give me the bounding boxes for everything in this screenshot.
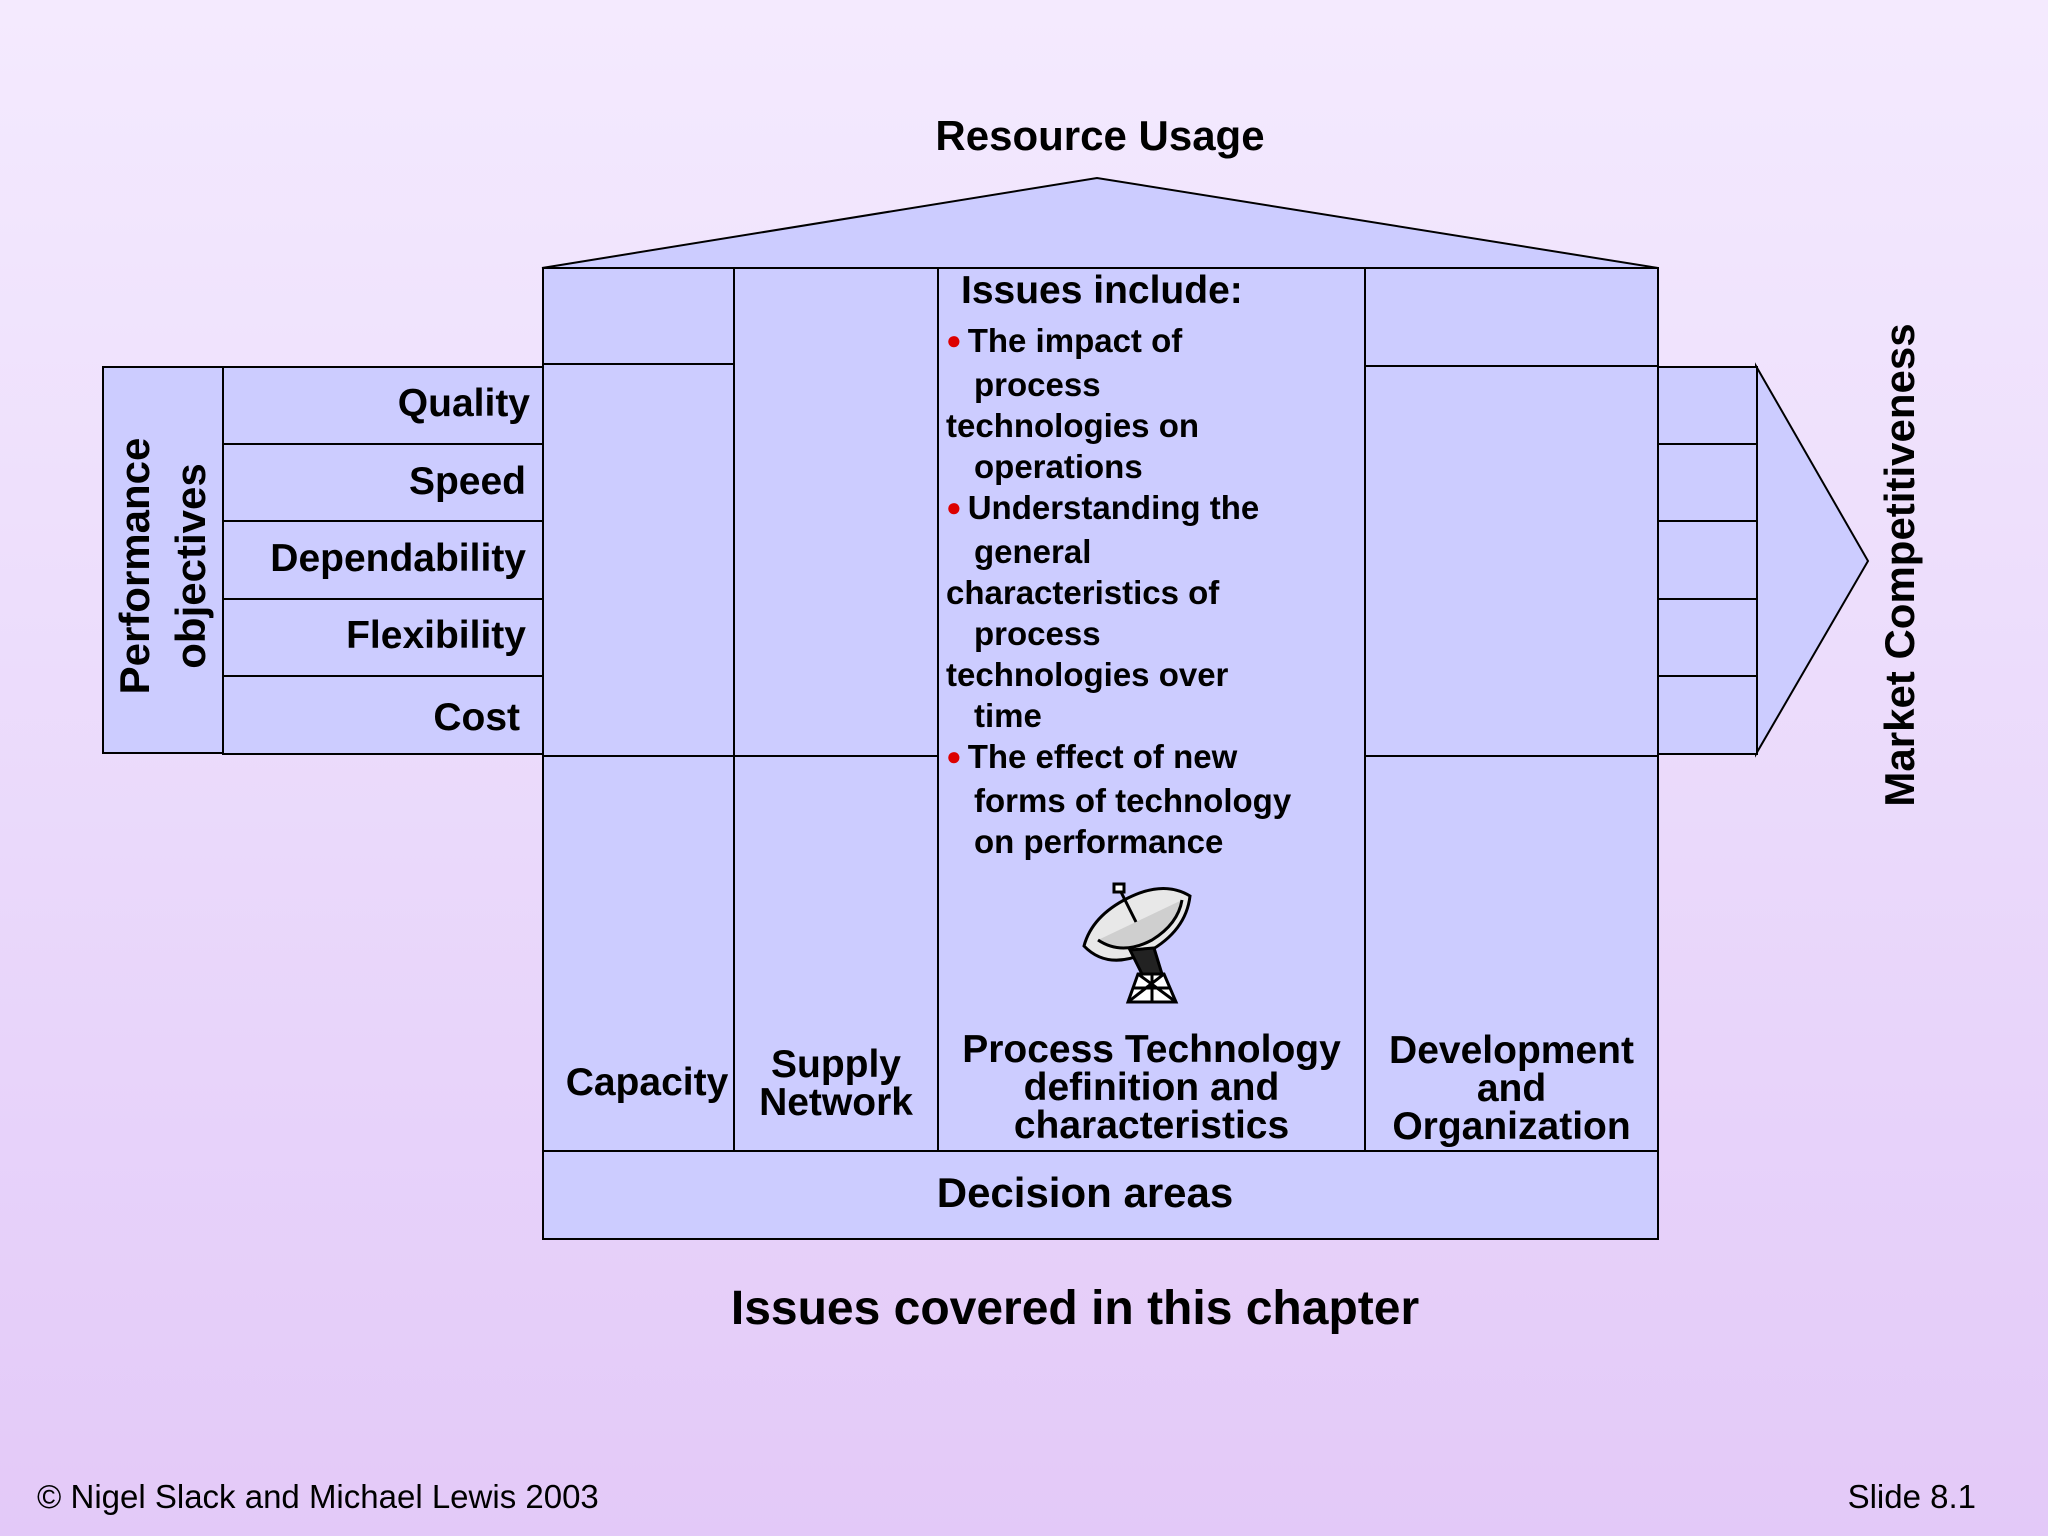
process-technology-line1: Process Technology: [962, 1028, 1341, 1071]
process-technology-line3: characteristics: [1013, 1104, 1290, 1147]
development-organization-label: Development and Organization: [1364, 1029, 1659, 1148]
bullet-dot-icon: ●: [946, 741, 962, 771]
column-supply-network: [733, 755, 939, 1152]
column-capacity: [542, 755, 735, 1152]
competitiveness-row-4: [1657, 598, 1758, 677]
issues-list: ●The impact of process technologies on o…: [946, 320, 1356, 862]
objective-speed-label: Speed: [408, 460, 526, 503]
issue-item-3: ●The effect of new forms of technology o…: [946, 736, 1356, 862]
satellite-dish-icon: [1082, 882, 1192, 1004]
issue-3-line-3: on performance: [974, 823, 1224, 860]
supply-network-label: Supply Network: [733, 1043, 939, 1124]
objective-dependability-label: Dependability: [270, 537, 526, 580]
development-line2: and: [1476, 1067, 1547, 1110]
issue-1-line-4: operations: [974, 448, 1143, 485]
issue-2-line-3: characteristics of: [946, 574, 1220, 611]
resource-usage-label: Resource Usage: [935, 112, 1265, 159]
objective-row-speed: [222, 443, 544, 522]
objective-cost-label: Cost: [433, 696, 520, 739]
performance-objectives-line2: objectives: [167, 463, 214, 669]
process-technology-label: Process Technology definition and charac…: [937, 1028, 1366, 1147]
roof-shape: [541, 176, 1659, 269]
competitiveness-row-3: [1657, 520, 1758, 600]
issue-2-line-4: process: [974, 615, 1101, 652]
decision-areas-base: [542, 1150, 1659, 1240]
supply-network-line1: Supply: [770, 1043, 901, 1086]
copyright-footer: © Nigel Slack and Michael Lewis 2003: [37, 1478, 599, 1515]
issue-3-line-1: The effect of new: [967, 738, 1238, 775]
decision-areas-label: Decision areas: [936, 1169, 1234, 1216]
issue-2-line-6: time: [974, 697, 1042, 734]
issue-1-line-3: technologies on: [946, 407, 1200, 444]
issue-2-line-2: general: [974, 533, 1092, 570]
market-competitiveness-label: Market Competitiveness: [1876, 323, 1923, 807]
chapter-caption: Issues covered in this chapter: [730, 1282, 1420, 1335]
issue-item-2: ●Understanding the general characteristi…: [946, 487, 1356, 736]
development-line1: Development: [1389, 1029, 1634, 1072]
column-capacity-mid: [542, 363, 735, 757]
column-capacity-top: [542, 267, 735, 365]
slide-number: Slide 8.1: [1847, 1478, 1976, 1515]
competitiveness-row-5: [1657, 675, 1758, 755]
objective-row-dependability: [222, 520, 544, 600]
issue-item-1: ●The impact of process technologies on o…: [946, 320, 1356, 487]
objective-row-quality: [222, 366, 544, 445]
performance-objectives-line1: Performance: [111, 437, 158, 695]
performance-objectives-header: [102, 366, 224, 754]
column-supply-network-upper: [733, 267, 939, 757]
bullet-dot-icon: ●: [946, 492, 962, 522]
issues-heading: Issues include:: [961, 269, 1243, 312]
performance-objectives-heading: Performance objectives: [107, 376, 219, 756]
arrow-head-shape: [1755, 362, 1870, 758]
column-development-mid: [1364, 365, 1659, 757]
issue-2-line-1: Understanding the: [967, 489, 1260, 526]
issue-1-line-2: process: [974, 366, 1101, 403]
bullet-dot-icon: ●: [946, 325, 962, 355]
capacity-label: Capacity: [558, 1061, 736, 1105]
column-development-top: [1364, 267, 1659, 367]
objective-quality-label: Quality: [397, 382, 530, 425]
process-technology-line2: definition and: [1023, 1066, 1280, 1109]
competitiveness-row-2: [1657, 443, 1758, 522]
column-development: [1364, 755, 1659, 1152]
issue-2-line-5: technologies over: [946, 656, 1229, 693]
issue-1-line-1: The impact of: [967, 322, 1183, 359]
objective-flexibility-label: Flexibility: [346, 614, 526, 657]
issue-3-line-2: forms of technology: [974, 782, 1292, 819]
supply-network-line2: Network: [759, 1081, 913, 1124]
development-line3: Organization: [1392, 1105, 1631, 1148]
competitiveness-row-1: [1657, 366, 1758, 445]
capacity-label-line1: Capacity: [565, 1061, 729, 1104]
objective-row-cost: [222, 675, 544, 755]
column-process-technology: [937, 267, 1366, 1152]
